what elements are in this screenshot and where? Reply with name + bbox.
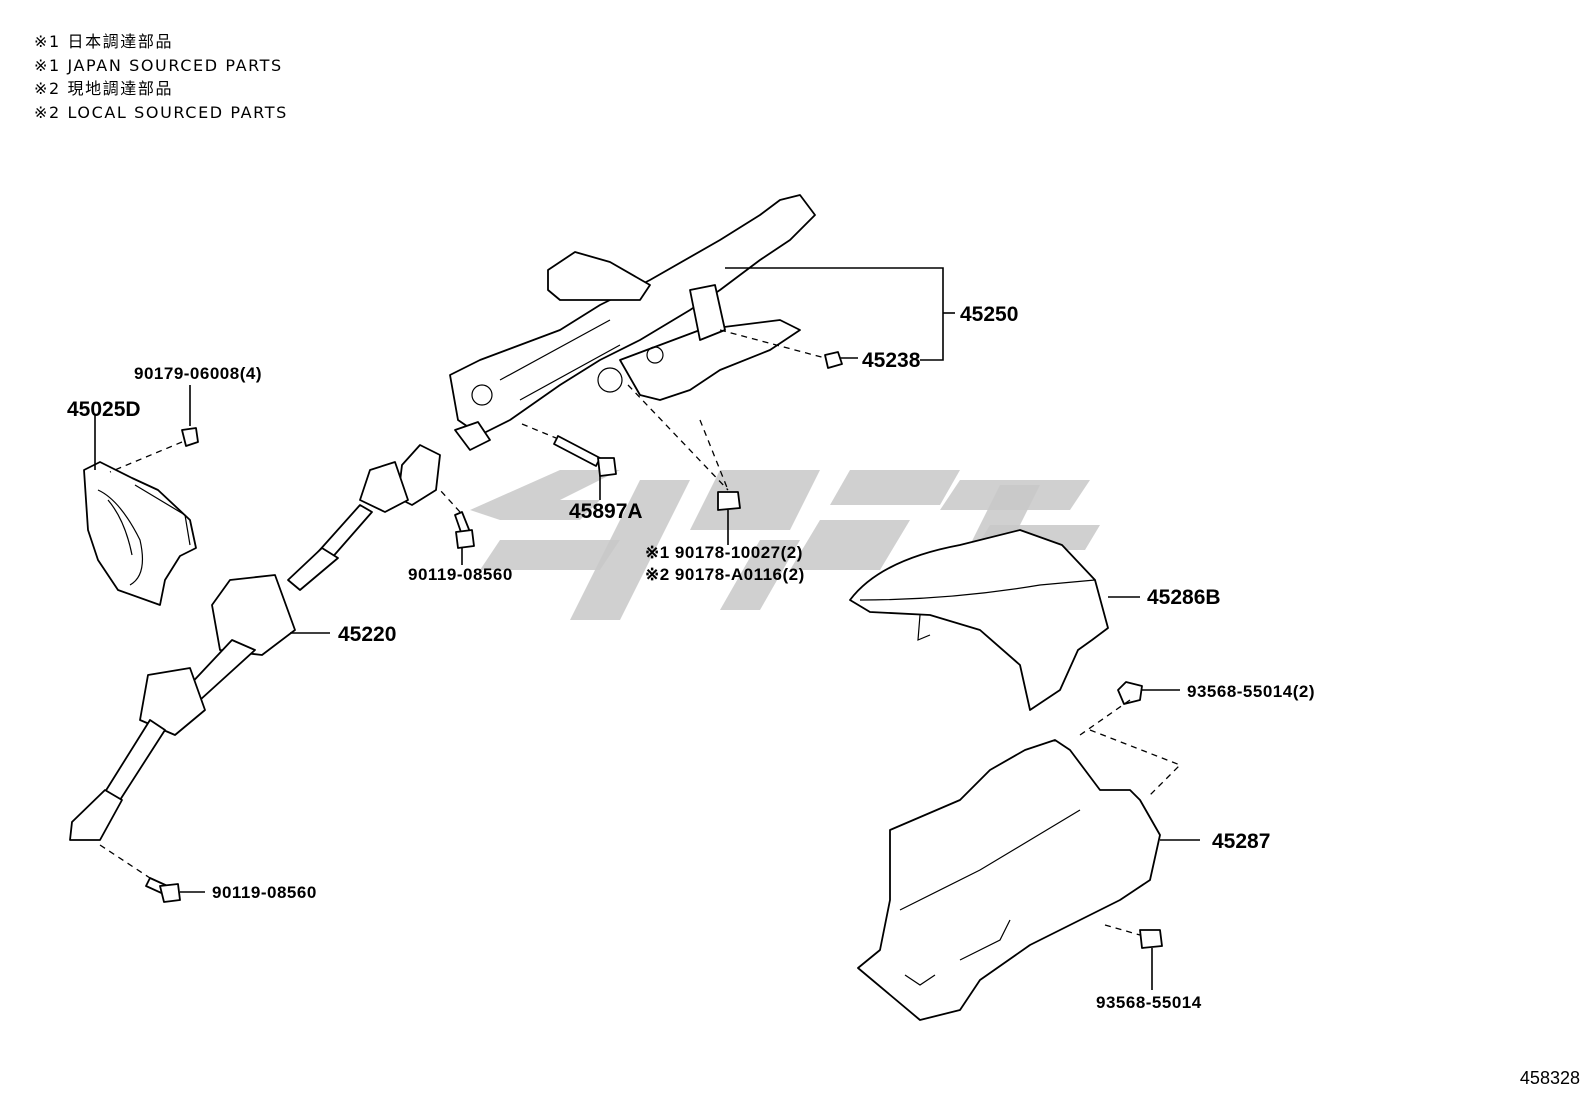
legend-line-2: ※1 JAPAN SOURCED PARTS <box>34 55 283 75</box>
diagram-reference-number: 458328 <box>1519 1068 1580 1088</box>
label-45238[interactable]: 45238 <box>862 349 921 372</box>
label-45025D[interactable]: 45025D <box>67 398 141 421</box>
label-90178-A0116[interactable]: ※2 90178-A0116(2) <box>645 565 805 584</box>
label-90119-08560-a[interactable]: 90119-08560 <box>408 565 513 584</box>
part-45220-drawing <box>69 444 441 841</box>
part-45287-drawing <box>857 739 1161 1021</box>
legend: ※1 日本調達部品 ※1 JAPAN SOURCED PARTS ※2 現地調達… <box>34 30 288 124</box>
label-45286B[interactable]: 45286B <box>1147 586 1221 609</box>
label-93568-55014[interactable]: 93568-55014 <box>1096 993 1202 1012</box>
label-45220[interactable]: 45220 <box>338 623 396 646</box>
part-45250-drawing <box>449 194 816 451</box>
part-45286B-drawing <box>849 529 1109 711</box>
label-45250[interactable]: 45250 <box>960 303 1018 326</box>
part-45025D-drawing <box>83 461 197 606</box>
legend-line-1: ※1 日本調達部品 <box>34 32 174 51</box>
legend-line-4: ※2 LOCAL SOURCED PARTS <box>34 102 288 122</box>
legend-line-3: ※2 現地調達部品 <box>34 79 174 98</box>
label-45897A[interactable]: 45897A <box>569 500 643 523</box>
fasteners <box>145 351 1163 949</box>
label-93568-55014-2[interactable]: 93568-55014(2) <box>1187 682 1315 701</box>
label-90178-10027[interactable]: ※1 90178-10027(2) <box>645 543 803 562</box>
label-45287[interactable]: 45287 <box>1212 830 1270 853</box>
label-90119-08560-b[interactable]: 90119-08560 <box>212 883 317 902</box>
leader-lines <box>94 267 1200 990</box>
label-90179-06008[interactable]: 90179-06008(4) <box>134 364 262 383</box>
